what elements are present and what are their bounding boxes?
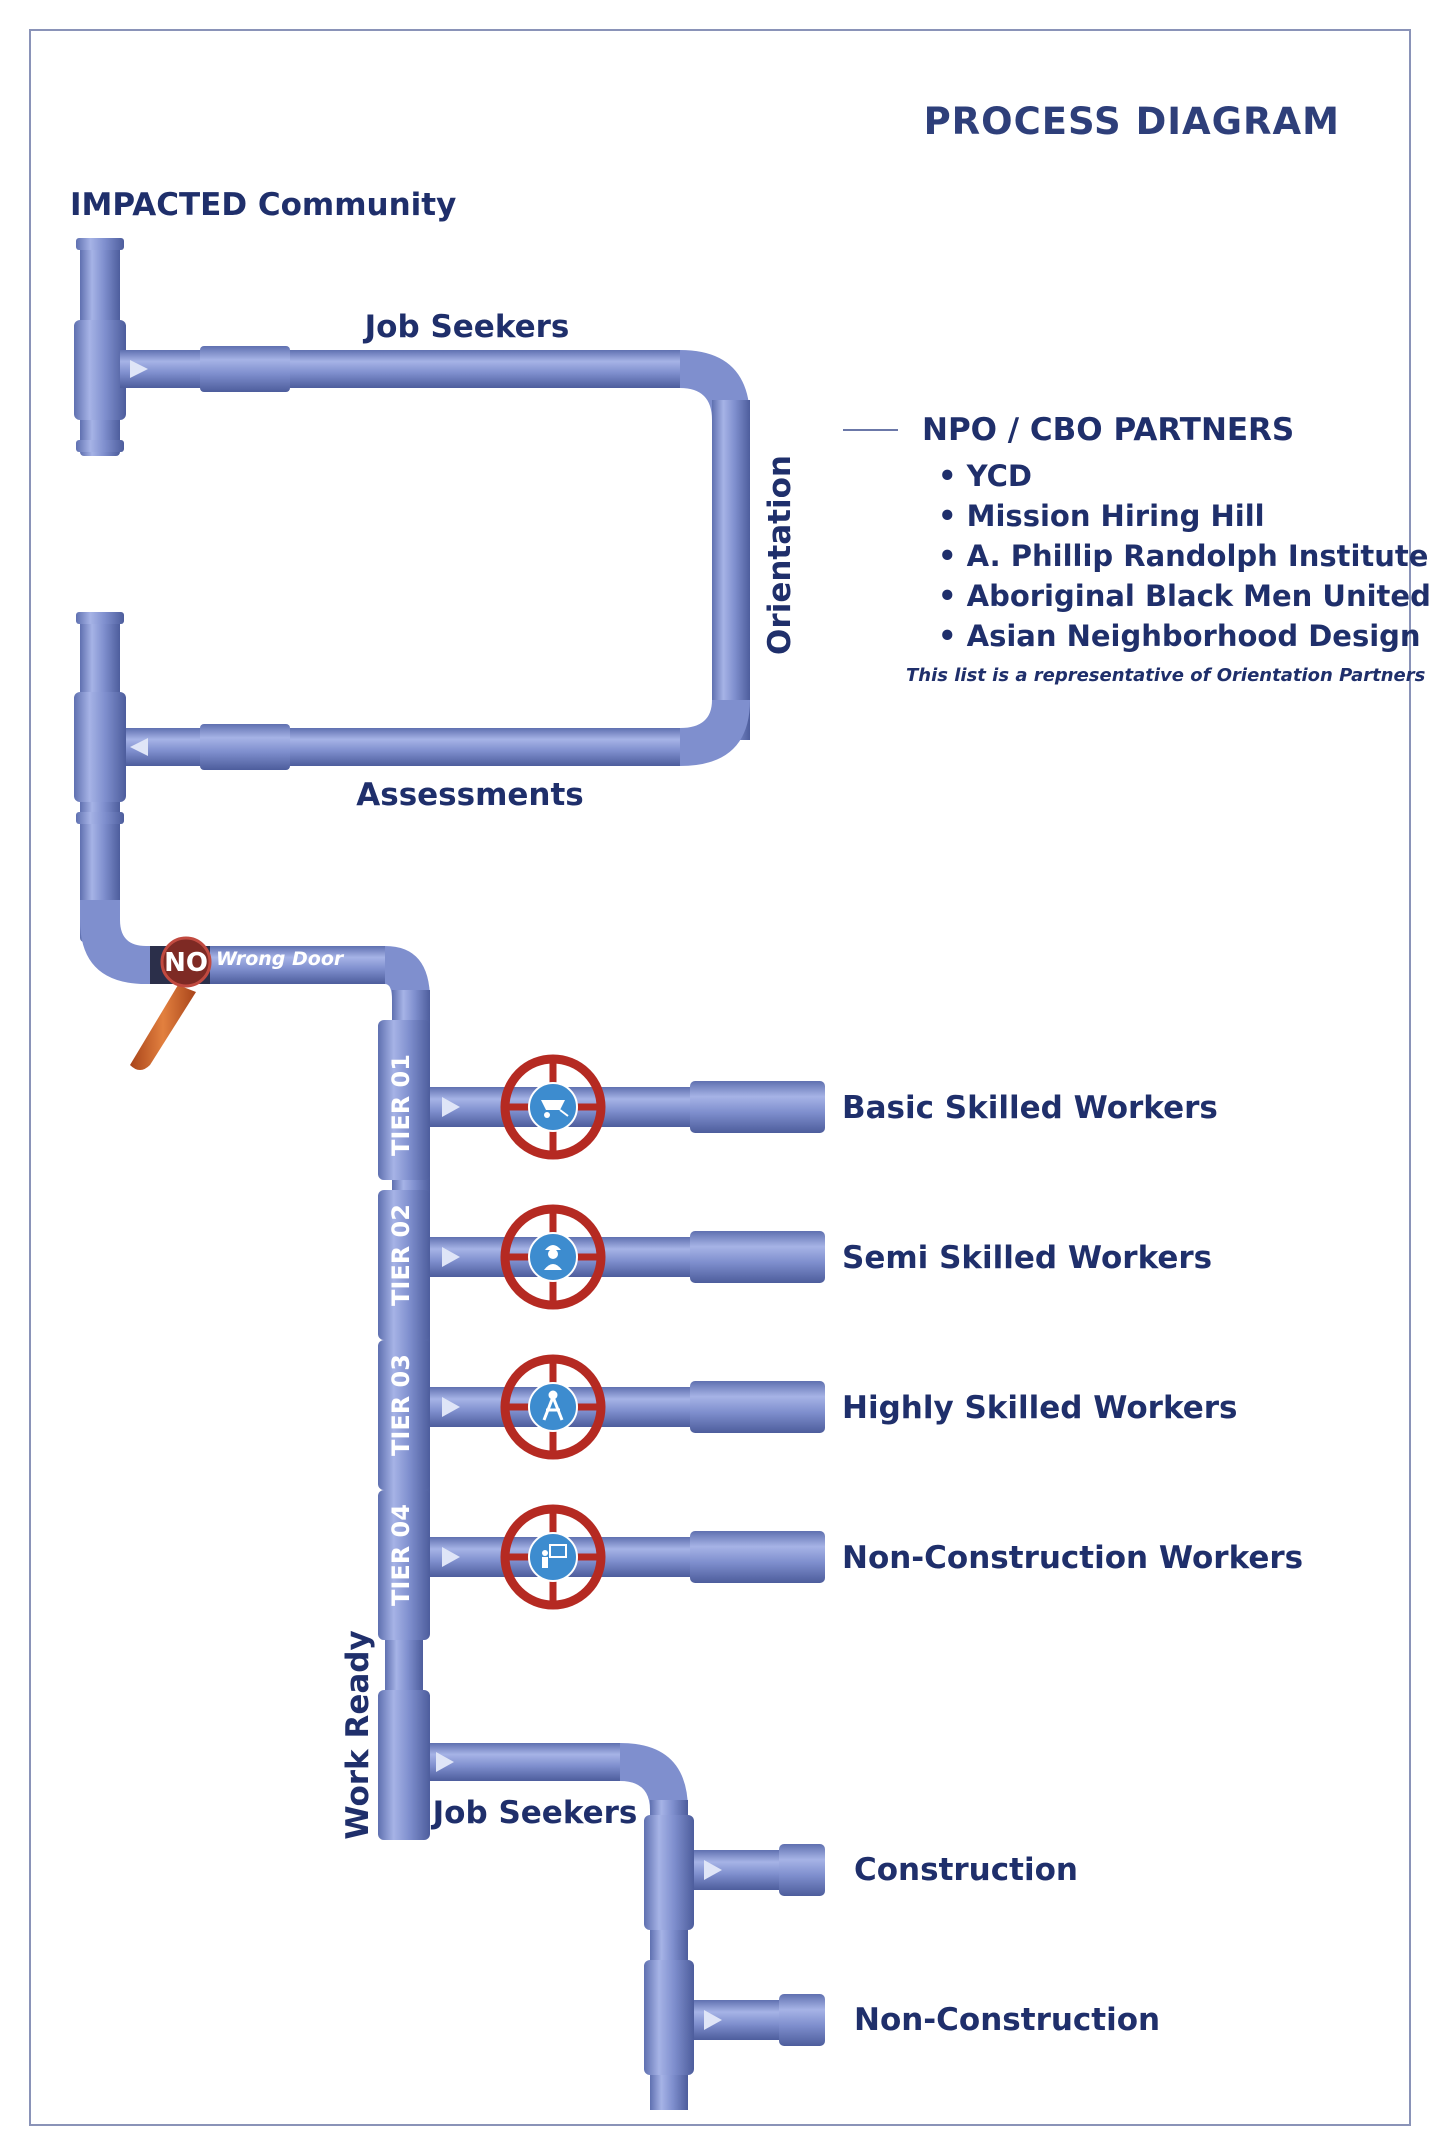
- tier-branch: [430, 1231, 825, 1283]
- partner-item: • A. Phillip Randolph Institute: [938, 539, 1428, 573]
- bottom-pipes: [430, 1743, 825, 2110]
- output-construction-label: Construction: [854, 1852, 1078, 1888]
- orientation-label: Orientation: [762, 455, 798, 655]
- valve-tier-03[interactable]: [500, 1354, 606, 1460]
- work-ready-pipe: [378, 1690, 430, 1840]
- tier-01-output-label: Basic Skilled Workers: [842, 1090, 1218, 1126]
- tier-03-output-label: Highly Skilled Workers: [842, 1390, 1238, 1426]
- drafting-compass-icon: [542, 1390, 564, 1421]
- tier-01-label: TIER 01: [387, 1054, 415, 1156]
- tier-coupling: [378, 1190, 430, 1340]
- partner-item: • YCD: [938, 459, 1032, 493]
- tier-04-label: TIER 04: [387, 1504, 415, 1606]
- valve-tier-02[interactable]: [500, 1204, 606, 1310]
- wheelbarrow-icon: [541, 1100, 569, 1118]
- valve-tier-04[interactable]: [500, 1504, 606, 1610]
- frame-border: [29, 29, 1411, 2126]
- job-seekers-bottom-label: Job Seekers: [431, 1795, 638, 1831]
- assessments-label: Assessments: [356, 777, 584, 813]
- page-title: PROCESS DIAGRAM: [924, 100, 1340, 143]
- tier-03-label: TIER 03: [387, 1354, 415, 1456]
- valve-tier-01[interactable]: [500, 1054, 606, 1160]
- work-ready-pipe: [385, 1640, 423, 1690]
- top-loop-pipes: [74, 238, 750, 942]
- tier-branch: [430, 1531, 825, 1583]
- tier-branch: [430, 1381, 825, 1433]
- partners-note: This list is a representative of Orienta…: [906, 665, 1426, 686]
- tier-02-output-label: Semi Skilled Workers: [842, 1240, 1212, 1276]
- tier-04-output-label: Non-Construction Workers: [842, 1540, 1303, 1576]
- tier-02-label: TIER 02: [387, 1204, 415, 1306]
- wrong-door-badge: NO: [160, 936, 212, 988]
- svg-text:NO: NO: [164, 948, 208, 978]
- tier-coupling: [378, 1020, 430, 1180]
- presenter-board-icon: [542, 1544, 567, 1568]
- work-ready-label: Work Ready: [340, 1630, 376, 1839]
- partner-item: • Aboriginal Black Men United: [938, 579, 1431, 613]
- job-seekers-top-label: Job Seekers: [363, 309, 570, 345]
- partner-item: • Mission Hiring Hill: [938, 499, 1265, 533]
- partners-heading: NPO / CBO PARTNERS: [922, 412, 1294, 448]
- output-non-construction-label: Non-Construction: [854, 2002, 1160, 2038]
- tier-coupling: [378, 1490, 430, 1640]
- tier-branch: [430, 1081, 825, 1133]
- hard-hat-worker-icon: [544, 1245, 562, 1270]
- partner-item: • Asian Neighborhood Design: [938, 619, 1421, 653]
- tier-coupling: [378, 1340, 430, 1490]
- wrong-door-pipes: [80, 900, 430, 1070]
- source-label: IMPACTED Community: [70, 187, 456, 223]
- wrong-door-label: Wrong Door: [216, 948, 345, 970]
